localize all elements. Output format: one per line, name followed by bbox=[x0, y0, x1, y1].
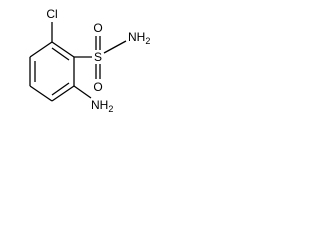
ring-bond-c2-c3 bbox=[29, 41, 53, 58]
sulfonamide-nh2-label: NH2 bbox=[128, 30, 150, 46]
oxygen-top-label: O bbox=[93, 21, 102, 35]
amine-subscript: 2 bbox=[108, 104, 113, 114]
structure-diagram: Cl S O O NH2 NH2 bbox=[29, 7, 150, 114]
sulfonamide-nh-text: NH bbox=[128, 30, 145, 44]
amine-nh2-label: NH2 bbox=[91, 98, 113, 114]
ring-double-bond-c5-c6 bbox=[51, 82, 70, 96]
ring-bond-c4-c5 bbox=[29, 85, 53, 102]
chlorine-label: Cl bbox=[46, 7, 57, 21]
ring-double-bond-c1-c2 bbox=[51, 47, 70, 61]
benzene-ring bbox=[29, 41, 75, 102]
bond-c6-n bbox=[73, 85, 92, 99]
bond-s-n bbox=[103, 40, 127, 54]
sulfonamide-subscript: 2 bbox=[145, 36, 150, 46]
amine-nh-text: NH bbox=[91, 98, 108, 112]
ring-bond-c1-c2 bbox=[51, 41, 75, 58]
oxygen-bottom-label: O bbox=[93, 80, 102, 94]
sulfur-label: S bbox=[94, 50, 102, 64]
ring-bond-c5-c6 bbox=[51, 85, 75, 102]
